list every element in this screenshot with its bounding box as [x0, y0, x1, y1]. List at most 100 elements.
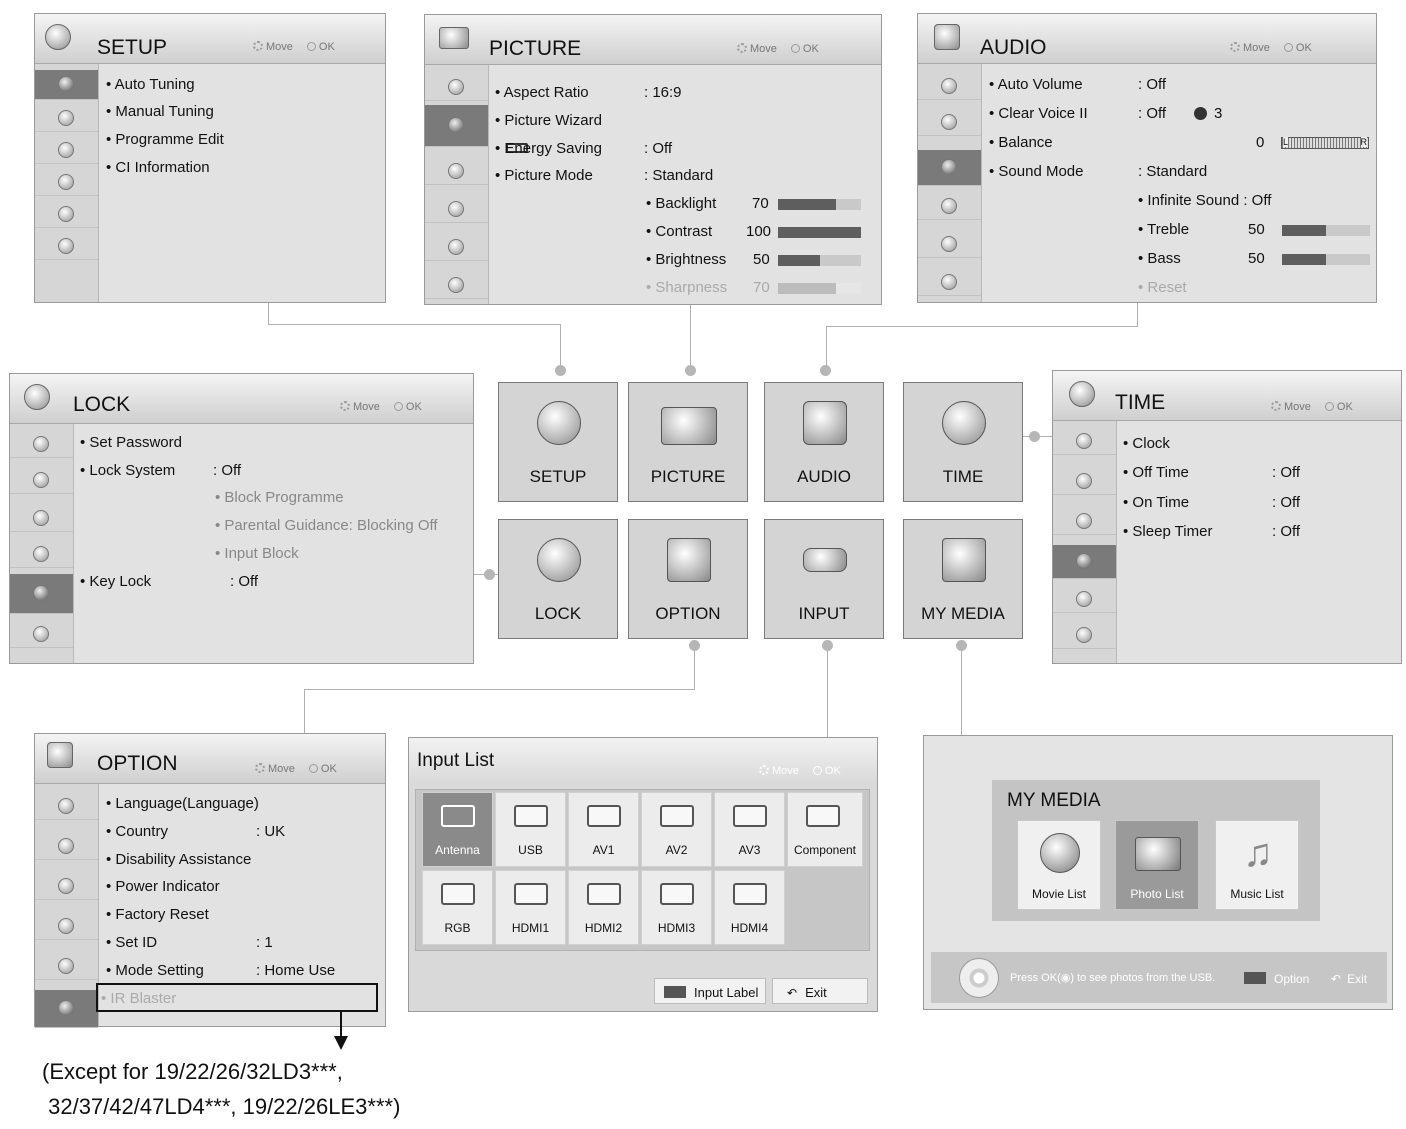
- rail-item-setup[interactable]: [35, 70, 98, 100]
- menu-item-ci-information[interactable]: • CI Information: [106, 159, 210, 176]
- rail-item-time[interactable]: [425, 195, 488, 223]
- input-antenna[interactable]: Antenna: [422, 792, 493, 867]
- rail-item-setup[interactable]: [918, 72, 981, 100]
- sharpness-label[interactable]: • Sharpness: [646, 279, 728, 296]
- input-av3[interactable]: AV3: [714, 792, 785, 867]
- menu-item-on-time[interactable]: • On Time: [1123, 494, 1190, 511]
- menu-item-country[interactable]: • Country: [106, 823, 168, 840]
- input-block-item[interactable]: • Input Block: [215, 545, 299, 562]
- rail-item-picture[interactable]: [35, 832, 98, 860]
- main-tile-setup[interactable]: SETUP: [498, 382, 618, 502]
- menu-item-disability-assistance[interactable]: • Disability Assistance: [106, 851, 252, 868]
- input-component[interactable]: Component: [787, 792, 863, 867]
- rail-item-option[interactable]: [10, 620, 73, 648]
- rail-item-time[interactable]: [35, 912, 98, 940]
- rail-item-picture[interactable]: [425, 105, 488, 147]
- menu-item-language[interactable]: • Language(Language): [106, 795, 259, 812]
- rail-item-picture[interactable]: [10, 466, 73, 494]
- backlight-label[interactable]: • Backlight: [646, 195, 717, 212]
- rail-item-setup[interactable]: [425, 73, 488, 101]
- menu-item-ir-blaster[interactable]: • IR Blaster: [101, 990, 177, 1007]
- menu-item-auto-tuning[interactable]: • Auto Tuning: [106, 76, 195, 93]
- rail-item-option[interactable]: [425, 271, 488, 299]
- exit-key[interactable]: ↶Exit: [1331, 972, 1368, 986]
- main-tile-option[interactable]: OPTION: [628, 519, 748, 639]
- rail-item-setup[interactable]: [1053, 427, 1116, 455]
- input-usb[interactable]: USB: [495, 792, 566, 867]
- rail-item-setup[interactable]: [10, 430, 73, 458]
- brightness-label[interactable]: • Brightness: [646, 251, 727, 268]
- rail-item-lock[interactable]: [35, 952, 98, 980]
- rail-item-time[interactable]: [1053, 545, 1116, 579]
- main-tile-audio[interactable]: AUDIO: [764, 382, 884, 502]
- rail-item-lock[interactable]: [35, 200, 98, 228]
- menu-item-picture-wizard[interactable]: • Picture Wizard: [495, 112, 602, 129]
- main-tile-input[interactable]: INPUT: [764, 519, 884, 639]
- input-rgb[interactable]: RGB: [422, 870, 493, 945]
- rail-item-option[interactable]: [918, 268, 981, 296]
- reset-item[interactable]: • Reset: [1138, 279, 1187, 296]
- block-programme-item[interactable]: • Block Programme: [215, 489, 344, 506]
- main-tile-lock[interactable]: LOCK: [498, 519, 618, 639]
- backlight-slider[interactable]: [778, 199, 861, 210]
- main-tile-picture[interactable]: PICTURE: [628, 382, 748, 502]
- rail-item-picture[interactable]: [1053, 467, 1116, 495]
- menu-item-key-lock[interactable]: • Key Lock: [80, 573, 152, 590]
- menu-item-auto-volume[interactable]: • Auto Volume: [989, 76, 1083, 93]
- bass-label[interactable]: • Bass: [1138, 250, 1181, 267]
- parental-guidance-item[interactable]: • Parental Guidance: Blocking Off: [215, 517, 438, 534]
- rail-item-time[interactable]: [918, 192, 981, 220]
- input-av2[interactable]: AV2: [641, 792, 712, 867]
- menu-item-sleep-timer[interactable]: • Sleep Timer: [1123, 523, 1213, 540]
- rail-item-lock[interactable]: [10, 574, 73, 614]
- menu-item-aspect-ratio[interactable]: • Aspect Ratio: [495, 84, 589, 101]
- treble-label[interactable]: • Treble: [1138, 221, 1190, 238]
- infinite-sound-item[interactable]: • Infinite Sound : Off: [1138, 192, 1272, 209]
- rail-item-lock[interactable]: [1053, 585, 1116, 613]
- menu-item-factory-reset[interactable]: • Factory Reset: [106, 906, 209, 923]
- menu-item-clock[interactable]: • Clock: [1123, 435, 1170, 452]
- rail-item-time[interactable]: [10, 540, 73, 568]
- menu-item-set-id[interactable]: • Set ID: [106, 934, 158, 951]
- menu-item-sound-mode[interactable]: • Sound Mode: [989, 163, 1084, 180]
- music-list-tile[interactable]: ♫Music List: [1215, 820, 1299, 910]
- input-hdmi1[interactable]: HDMI1: [495, 870, 566, 945]
- menu-item-balance[interactable]: • Balance: [989, 134, 1053, 151]
- contrast-slider[interactable]: [778, 227, 861, 238]
- menu-item-clear-voice[interactable]: • Clear Voice II: [989, 105, 1088, 122]
- input-label-button[interactable]: Input Label: [654, 978, 766, 1004]
- contrast-label[interactable]: • Contrast: [646, 223, 713, 240]
- rail-item-lock[interactable]: [918, 230, 981, 258]
- option-key[interactable]: Option: [1244, 972, 1309, 986]
- main-tile-my-media[interactable]: MY MEDIA: [903, 519, 1023, 639]
- input-hdmi2[interactable]: HDMI2: [568, 870, 639, 945]
- menu-item-energy-saving[interactable]: • Energy Saving: [495, 140, 602, 157]
- bass-slider[interactable]: [1282, 254, 1370, 265]
- menu-item-power-indicator[interactable]: • Power Indicator: [106, 878, 220, 895]
- menu-item-manual-tuning[interactable]: • Manual Tuning: [106, 103, 214, 120]
- rail-item-picture[interactable]: [918, 108, 981, 136]
- input-hdmi3[interactable]: HDMI3: [641, 870, 712, 945]
- input-av1[interactable]: AV1: [568, 792, 639, 867]
- movie-list-tile[interactable]: Movie List: [1017, 820, 1101, 910]
- rail-item-audio[interactable]: [425, 157, 488, 185]
- rail-item-lock[interactable]: [425, 233, 488, 261]
- menu-item-set-password[interactable]: • Set Password: [80, 434, 182, 451]
- rail-item-option[interactable]: [1053, 621, 1116, 649]
- rail-item-audio[interactable]: [10, 504, 73, 532]
- brightness-slider[interactable]: [778, 255, 861, 266]
- menu-item-programme-edit[interactable]: • Programme Edit: [106, 131, 224, 148]
- balance-slider[interactable]: L R: [1281, 137, 1369, 149]
- rail-item-audio[interactable]: [35, 872, 98, 900]
- rail-item-setup[interactable]: [35, 792, 98, 820]
- photo-list-tile[interactable]: Photo List: [1115, 820, 1199, 910]
- rail-item-audio[interactable]: [1053, 507, 1116, 535]
- sharpness-slider[interactable]: [778, 283, 861, 294]
- menu-item-picture-mode[interactable]: • Picture Mode: [495, 167, 593, 184]
- menu-item-mode-setting[interactable]: • Mode Setting: [106, 962, 204, 979]
- exit-button[interactable]: ↶Exit: [772, 978, 868, 1004]
- input-hdmi4[interactable]: HDMI4: [714, 870, 785, 945]
- rail-item-audio[interactable]: [918, 150, 981, 186]
- rail-item-audio[interactable]: [35, 136, 98, 164]
- treble-slider[interactable]: [1282, 225, 1370, 236]
